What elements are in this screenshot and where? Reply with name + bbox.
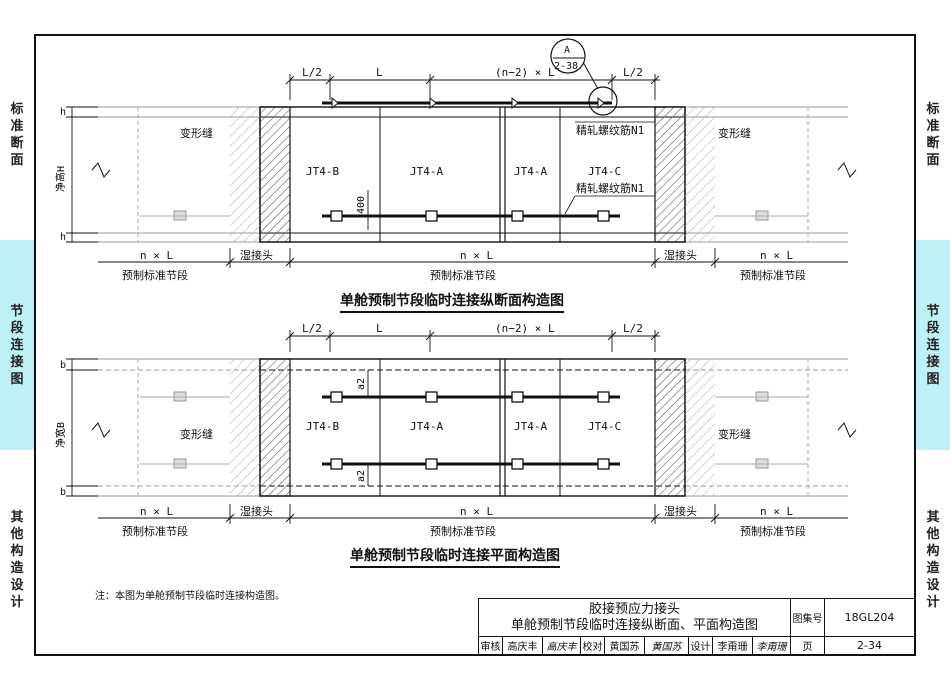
top-rebar-label-top: 精轧螺纹筋N1 [576, 123, 644, 137]
bottom-dim-half-l-right: L/2 [623, 322, 643, 335]
bottom-figure-dimensions [66, 330, 848, 524]
page-value: 2-34 [825, 637, 915, 655]
top-joint-left: 变形缝 [180, 126, 213, 140]
bottom-seg-b: JT4-B [306, 420, 339, 433]
bottom-wet-left: 湿接头 [240, 505, 273, 518]
title-line1: 胶接预应力接头 [588, 601, 680, 617]
title-line2: 单舱预制节段临时连接纵断面、平面构造图 [510, 617, 758, 633]
bottom-dim-l: L [376, 322, 383, 335]
top-seg-a1: JT4-A [410, 165, 443, 178]
side-tab-segment-right[interactable]: 节段连接图 [926, 303, 940, 387]
check-name: 黄国苏 [605, 637, 645, 655]
drawing-frame [34, 34, 916, 656]
title-main: 胶接预应力接头 单舱预制节段临时连接纵断面、平面构造图 [479, 599, 791, 637]
top-seg-c: JT4-C [588, 165, 621, 178]
top-seg-a2: JT4-A [514, 165, 547, 178]
check-label: 校对 [581, 637, 605, 655]
top-h-bottom: h [60, 232, 66, 243]
top-dim-n2l: (n−2) × L [495, 66, 555, 79]
side-tab-other-left[interactable]: 其他构造设计 [10, 510, 24, 610]
top-seg-b: JT4-B [306, 165, 339, 178]
bottom-nl-mid: n × L [460, 505, 493, 518]
bottom-dim-n2l: (n−2) × L [495, 322, 555, 335]
side-tab-highlight-right [916, 240, 950, 450]
bottom-b-bottom: b [60, 487, 66, 498]
top-wet-right: 湿接头 [664, 249, 697, 262]
bottom-a2-top: a2 [356, 378, 367, 390]
bottom-nl-left: n × L [140, 505, 173, 518]
side-tab-standard-left[interactable]: 标准断面 [10, 102, 24, 168]
side-tab-segment-left[interactable]: 节段连接图 [10, 303, 24, 387]
note-text: 注：本图为单舱预制节段临时连接构造图。 [95, 591, 285, 602]
top-std-right: 预制标准节段 [740, 268, 806, 282]
review-sign: 高庆丰 [543, 637, 581, 655]
top-rebar-label-bottom: 精轧螺纹筋N1 [576, 181, 644, 195]
top-figure-structure [91, 106, 857, 243]
top-nl-mid: n × L [460, 249, 493, 262]
design-sign: 李甭珊 [753, 637, 791, 655]
bottom-figure-rebars [140, 391, 808, 470]
top-std-left: 预制标准节段 [122, 268, 188, 282]
bottom-wet-right: 湿接头 [664, 505, 697, 518]
bottom-joint-right: 变形缝 [718, 427, 751, 441]
top-nl-right: n × L [760, 249, 793, 262]
review-label: 审核 [479, 637, 503, 655]
bottom-a2-bottom: a2 [356, 470, 367, 482]
bottom-width-label: 净宽B [54, 422, 67, 448]
top-figure-dimensions [66, 74, 848, 268]
bottom-seg-a1: JT4-A [410, 420, 443, 433]
check-sign: 黄国苏 [645, 637, 689, 655]
bottom-joint-left: 变形缝 [180, 427, 213, 441]
side-tab-other-right[interactable]: 其他构造设计 [926, 510, 940, 610]
atlas-value: 18GL204 [825, 599, 915, 637]
bottom-seg-c: JT4-C [588, 420, 621, 433]
top-detail-ref-top: A [564, 45, 570, 56]
design-name: 李甭珊 [713, 637, 753, 655]
top-wet-left: 湿接头 [240, 249, 273, 262]
page-label: 页 [791, 637, 825, 655]
bottom-std-right: 预制标准节段 [740, 524, 806, 538]
side-tab-highlight-left [0, 240, 34, 450]
top-dim-half-l-right: L/2 [623, 66, 643, 79]
bottom-b-top: b [60, 360, 66, 371]
top-joint-right: 变形缝 [718, 126, 751, 140]
top-dim-l: L [376, 66, 383, 79]
atlas-label: 图集号 [791, 599, 825, 637]
bottom-dim-half-l-left: L/2 [302, 322, 322, 335]
bottom-seg-a2: JT4-A [514, 420, 547, 433]
design-label: 设计 [689, 637, 713, 655]
top-height-label: 净高H [54, 166, 67, 192]
bottom-figure-caption: 单舱预制节段临时连接平面构造图 [350, 545, 560, 568]
top-nl-left: n × L [140, 249, 173, 262]
top-h-top: h [60, 107, 66, 118]
side-tab-standard-right[interactable]: 标准断面 [926, 102, 940, 168]
top-figure-caption: 单舱预制节段临时连接纵断面构造图 [340, 290, 564, 313]
top-std-mid: 预制标准节段 [430, 268, 496, 282]
bottom-std-left: 预制标准节段 [122, 524, 188, 538]
review-name: 高庆丰 [503, 637, 543, 655]
top-dim-half-l-left: L/2 [302, 66, 322, 79]
bottom-std-mid: 预制标准节段 [430, 524, 496, 538]
top-figure-rebars [140, 38, 808, 222]
bottom-nl-right: n × L [760, 505, 793, 518]
bottom-figure-structure [91, 358, 857, 497]
top-dim-400: 400 [356, 196, 367, 214]
top-detail-ref-bottom: 2-38 [554, 61, 578, 72]
title-block: 胶接预应力接头 单舱预制节段临时连接纵断面、平面构造图 图集号 18GL204 … [478, 598, 915, 655]
